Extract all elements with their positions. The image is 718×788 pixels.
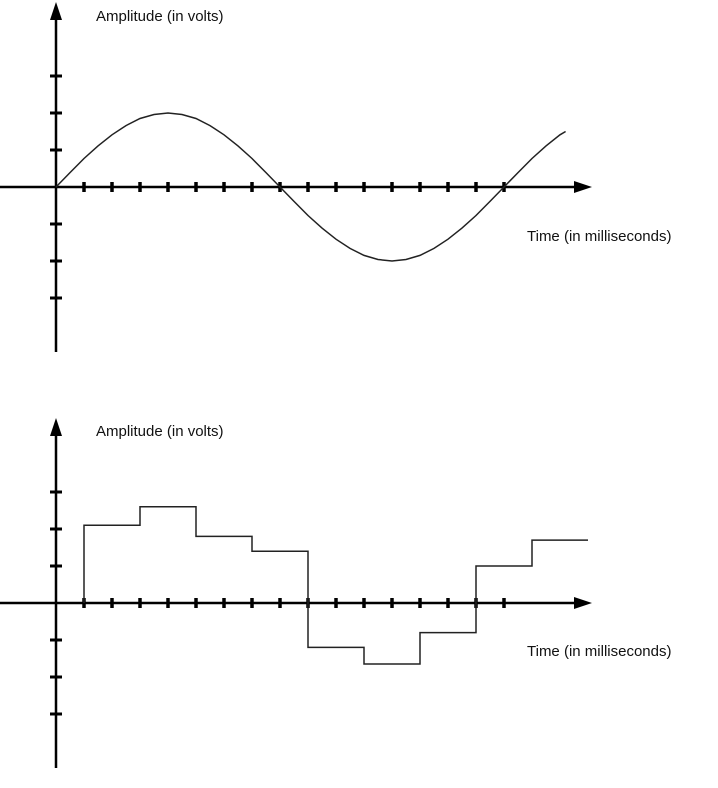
top-y-axis-label: Amplitude (in volts) — [96, 8, 224, 25]
top-x-axis-arrow — [574, 181, 592, 193]
bottom-y-axis-label: Amplitude (in volts) — [96, 423, 224, 440]
top-signal-curve — [55, 112, 566, 262]
top-chart: Amplitude (in volts) Time (in millisecon… — [0, 2, 671, 352]
top-x-axis-label: Time (in milliseconds) — [527, 228, 671, 245]
bottom-chart: Amplitude (in volts) Time (in millisecon… — [0, 418, 671, 768]
bottom-x-axis-label: Time (in milliseconds) — [527, 643, 671, 660]
top-y-axis-arrow — [50, 2, 62, 20]
bottom-x-axis-arrow — [574, 597, 592, 609]
bottom-y-axis-arrow — [50, 418, 62, 436]
bottom-signal-steps — [83, 506, 588, 665]
bottom-ticks — [50, 490, 506, 716]
